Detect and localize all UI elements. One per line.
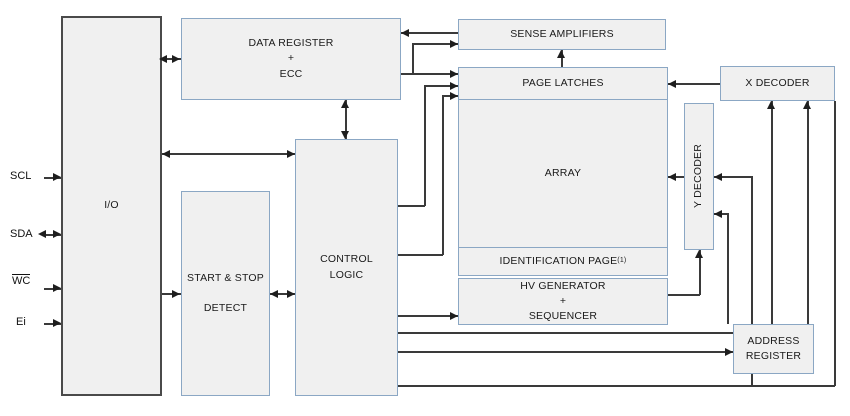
wire-address-register-to-x-decoder: [771, 101, 773, 324]
arrow-y-decoder-to-array: [668, 173, 676, 181]
block-array[interactable]: ARRAY: [458, 99, 668, 248]
block-address-register[interactable]: ADDRESS REGISTER: [733, 324, 814, 374]
block-address-register-label: ADDRESS REGISTER: [745, 334, 802, 362]
block-array-label: ARRAY: [544, 166, 582, 179]
block-x-decoder[interactable]: X DECODER: [720, 66, 835, 101]
arrow-control-logic-to-io: [162, 150, 170, 158]
wire-control-logic-to-riser-b: [398, 254, 443, 256]
wire-y-decoder-to-array: [668, 176, 684, 178]
block-page-latches-label: PAGE LATCHES: [522, 76, 604, 89]
arrow-into-page-latches-mid: [450, 82, 458, 90]
arrow-data-register-to-io: [159, 55, 167, 63]
arrow-into-page-latches-top: [450, 70, 458, 78]
arrow-start-stop-to-control-logic: [287, 290, 295, 298]
wire-control-logic-riser-b: [442, 96, 444, 255]
block-start-stop-detect[interactable]: START & STOP DETECT: [181, 191, 270, 396]
block-data-register-label: DATA REGISTER + ECC: [248, 37, 334, 80]
block-io-label: I/O: [104, 199, 119, 212]
block-hv-generator-label: HV GENERATOR + SEQUENCER: [520, 279, 606, 323]
wire-y-decoder-upper-riser: [751, 176, 753, 386]
wire-control-logic-riser-a: [424, 86, 426, 206]
wire-into-y-decoder-upper: [714, 176, 752, 178]
block-x-decoder-label: X DECODER: [745, 76, 810, 89]
wire-data-register-riser-to-sense: [412, 44, 414, 74]
arrow-scl-in: [53, 173, 61, 181]
block-sense-amplifiers-label: SENSE AMPLIFIERS: [510, 27, 614, 40]
wire-data-register-control-logic: [345, 100, 347, 139]
wire-control-logic-riser-a-top: [424, 85, 458, 87]
wire-hv-to-y-decoder-riser: [699, 250, 701, 295]
block-y-decoder[interactable]: Y DECODER: [684, 103, 714, 250]
pin-label-scl: SCL: [10, 170, 32, 182]
wire-io-start-stop: [162, 293, 181, 295]
arrow-page-latches-to-sense-amps: [557, 50, 565, 58]
arrow-to-control-logic: [341, 131, 349, 139]
pin-label-wc: WC: [12, 274, 31, 287]
arrow-control-logic-to-address-register: [725, 348, 733, 356]
arrow-sense-amps-to-data-register: [401, 29, 409, 37]
arrow-address-register-to-y-decoder: [714, 210, 722, 218]
pin-label-ei: Ei: [16, 316, 26, 328]
arrow-address-register-to-x-decoder: [767, 101, 775, 109]
wire-riser-to-sense-amps: [412, 43, 458, 45]
arrow-ei-in: [53, 319, 61, 327]
arrow-io-to-start-stop: [172, 290, 180, 298]
arrow-address-register-to-x-decoder-2: [803, 101, 811, 109]
block-data-register[interactable]: DATA REGISTER + ECC: [181, 18, 401, 100]
block-identification-page[interactable]: IDENTIFICATION PAGE(1): [458, 247, 668, 276]
wire-control-logic-to-hv: [398, 315, 458, 317]
arrow-sda-out: [38, 230, 46, 238]
block-sense-amplifiers[interactable]: SENSE AMPLIFIERS: [458, 19, 666, 50]
arrow-into-page-latches-low: [450, 92, 458, 100]
arrow-hv-to-y-decoder: [695, 250, 703, 258]
wire-control-logic-bus-2: [398, 385, 835, 387]
block-hv-generator[interactable]: HV GENERATOR + SEQUENCER: [458, 278, 668, 325]
wire-ei: [44, 323, 61, 325]
arrow-control-logic-to-start-stop: [270, 290, 278, 298]
block-control-logic-label: CONTROL LOGIC: [320, 253, 373, 281]
block-io[interactable]: I/O: [61, 16, 162, 396]
pin-label-sda: SDA: [10, 228, 33, 240]
block-identification-page-superscript: (1): [617, 257, 627, 265]
wire-hv-to-y-decoder: [668, 294, 700, 296]
block-control-logic[interactable]: CONTROL LOGIC: [295, 139, 398, 396]
arrow-into-sense-amps: [450, 40, 458, 48]
arrow-control-logic-to-hv: [450, 312, 458, 320]
wire-control-logic-bus-1: [398, 332, 751, 334]
arrow-into-y-decoder-upper: [714, 173, 722, 181]
arrow-x-decoder-to-page-latches: [668, 80, 676, 88]
wire-io-control-logic: [162, 153, 295, 155]
arrow-io-to-control-logic: [287, 150, 295, 158]
wire-io-data-register: [162, 58, 181, 60]
wire-control-logic-to-address-register: [398, 351, 733, 353]
wire-control-logic-to-riser-a: [398, 205, 425, 207]
arrow-to-data-register: [341, 100, 349, 108]
wire-data-register-to-page-latches: [401, 73, 458, 75]
block-page-latches[interactable]: PAGE LATCHES: [458, 67, 668, 100]
wire-wc: [44, 288, 61, 290]
wire-scl: [44, 177, 61, 179]
wire-address-register-to-y-decoder-riser: [727, 213, 729, 324]
wire-page-latches-to-sense-amps: [561, 50, 563, 67]
wire-bottom-bus-riser: [834, 101, 836, 386]
wire-x-decoder-to-page-latches: [668, 83, 720, 85]
block-start-stop-detect-label: START & STOP DETECT: [187, 271, 264, 315]
block-identification-page-label: IDENTIFICATION PAGE: [499, 254, 618, 267]
wire-start-stop-control-logic: [270, 293, 295, 295]
wire-sense-amps-to-data-register: [401, 32, 458, 34]
arrow-wc-in: [53, 284, 61, 292]
wire-address-register-to-x-decoder-2: [807, 101, 809, 324]
block-y-decoder-label: Y DECODER: [692, 144, 705, 209]
arrow-io-to-data-register: [172, 55, 180, 63]
wire-sda: [42, 234, 61, 236]
arrow-sda-in: [53, 230, 61, 238]
